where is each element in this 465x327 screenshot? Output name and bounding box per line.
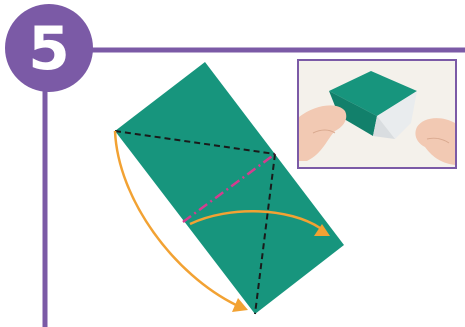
step-number: 5: [28, 19, 70, 79]
folding-hands-photo: [299, 61, 455, 167]
step-number-badge: 5: [5, 4, 93, 92]
inset-photo: [297, 59, 457, 169]
